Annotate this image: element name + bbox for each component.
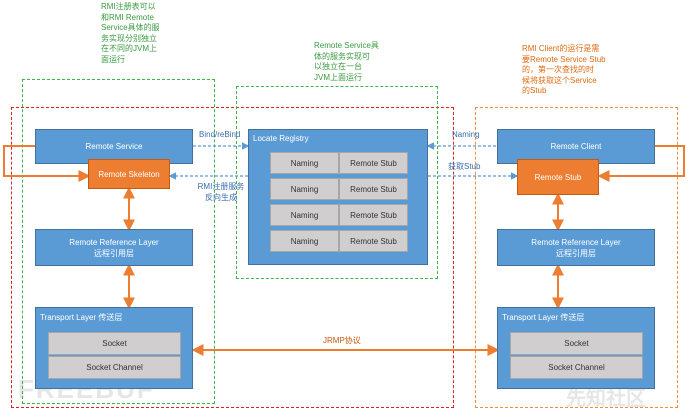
locate-registry-title: Locate Registry [253, 134, 309, 143]
label-get-stub: 获取Stub [448, 162, 481, 171]
arrow-server-loop [3, 145, 91, 182]
note-rmi-registry: RMI注册表可以 和RMI Remote Service具体的服 务实现分别独立… [101, 2, 160, 64]
client-reference-layer-line1: Remote Reference Layer [531, 237, 621, 247]
label-bind: Bind/reBind [199, 130, 241, 139]
client-reference-layer: Remote Reference Layer 远程引用层 [497, 229, 655, 266]
remote-service-box: Remote Service [35, 129, 193, 164]
label-naming: Naming [452, 130, 480, 139]
registry-stub-0: Remote Stub [339, 152, 408, 174]
server-reference-layer-line2: 远程引用层 [94, 248, 134, 258]
server-transport-layer: Transport Layer 传送层 Socket Socket Channe… [35, 307, 193, 389]
rmi-service-green-frame [22, 79, 215, 404]
client-transport-title: Transport Layer 传送层 [502, 313, 585, 322]
registry-green-frame [236, 86, 438, 279]
label-jrmp: JRMP协议 [323, 336, 361, 345]
client-socket-box: Socket [510, 332, 643, 355]
client-socket-label: Socket [564, 339, 589, 348]
registry-naming-0: Naming [270, 152, 339, 174]
remote-stub-box: Remote Stub [517, 159, 599, 195]
server-transport-title: Transport Layer 传送层 [40, 313, 123, 322]
note-rmi-client: RMI Client的运行是需 要Remote Service Stub 的，第… [522, 44, 606, 95]
registry-table: Naming Remote Stub Naming Remote Stub Na… [270, 152, 408, 256]
registry-naming-2: Naming [270, 204, 339, 226]
label-rmi-register-line1: RMI注册服务 [197, 182, 245, 191]
client-jvm-frame [475, 107, 678, 408]
remote-skeleton-label: Remote Skeleton [98, 169, 160, 179]
client-socket-channel-label: Socket Channel [548, 363, 605, 372]
arrow-client-loop [597, 145, 685, 182]
server-reference-layer: Remote Reference Layer 远程引用层 [35, 229, 193, 266]
server-socket-channel-label: Socket Channel [86, 363, 143, 372]
watermark-right: 先知社区 [566, 388, 646, 410]
registry-naming-1: Naming [270, 178, 339, 200]
registry-stub-2: Remote Stub [339, 204, 408, 226]
registry-naming-3: Naming [270, 230, 339, 252]
server-socket-box: Socket [48, 332, 181, 355]
client-reference-layer-line2: 远程引用层 [556, 248, 596, 258]
server-reference-layer-line1: Remote Reference Layer [69, 237, 159, 247]
server-socket-label: Socket [102, 339, 127, 348]
note-remote-service: Remote Service具 体的服务实现可 以独立在一台 JVM上面运行 [314, 41, 379, 82]
remote-service-label: Remote Service [85, 142, 143, 151]
registry-stub-1: Remote Stub [339, 178, 408, 200]
label-rmi-register: RMI注册服务 反向生成 [188, 181, 254, 203]
server-socket-channel-box: Socket Channel [48, 356, 181, 379]
client-socket-channel-box: Socket Channel [510, 356, 643, 379]
label-rmi-register-line2: 反向生成 [205, 193, 237, 202]
client-transport-layer: Transport Layer 传送层 Socket Socket Channe… [497, 307, 655, 389]
remote-skeleton-box: Remote Skeleton [88, 159, 170, 189]
server-jvm-frame [11, 107, 454, 408]
remote-client-label: Remote Client [550, 142, 602, 151]
registry-stub-3: Remote Stub [339, 230, 408, 252]
remote-stub-label: Remote Stub [534, 172, 582, 182]
